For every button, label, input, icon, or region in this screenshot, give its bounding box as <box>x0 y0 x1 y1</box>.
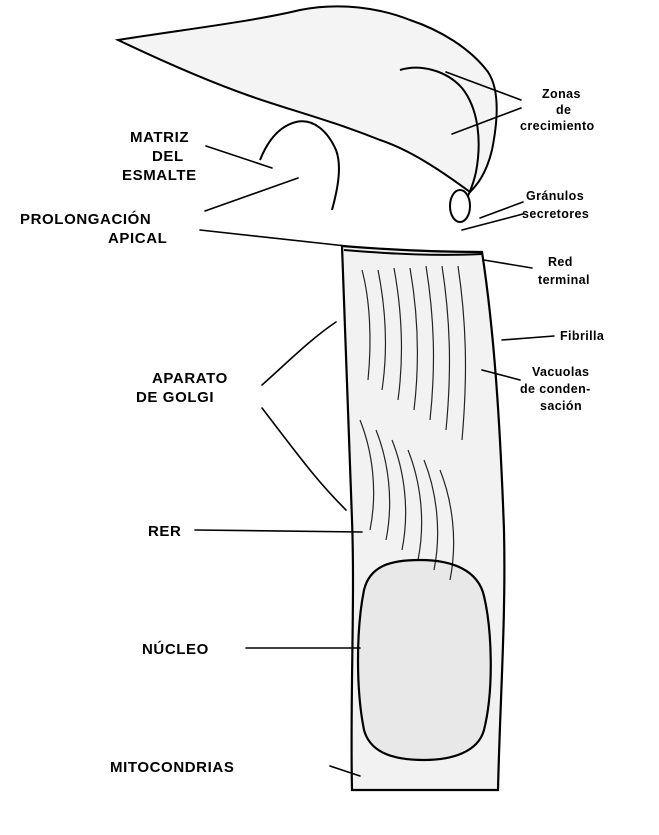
secretory-granule <box>450 190 470 222</box>
label-vacuolas-line2: de conden- <box>520 382 591 396</box>
label-prolongacion-line1: PROLONGACIÓN <box>20 210 151 228</box>
label-nucleo: NÚCLEO <box>142 640 209 658</box>
label-vacuolas-line3: sación <box>540 399 582 413</box>
label-mitocondrias: MITOCONDRIAS <box>110 759 234 776</box>
label-fibrilla: Fibrilla <box>560 329 605 343</box>
label-red-line1: Red <box>548 255 573 269</box>
apical-process-left <box>260 121 339 210</box>
label-matriz-line2: DEL <box>152 148 184 165</box>
label-zonas-line2: de <box>556 103 571 117</box>
nucleus <box>358 560 491 760</box>
label-golgi-line2: DE GOLGI <box>136 389 214 406</box>
label-golgi-line1: APARATO <box>152 370 228 387</box>
label-granulos-line2: secretores <box>522 207 589 221</box>
label-matriz-line3: ESMALTE <box>122 167 197 184</box>
label-red-line2: terminal <box>538 273 590 287</box>
label-zonas-line3: crecimiento <box>520 119 595 133</box>
label-granulos-line1: Gránulos <box>526 189 584 203</box>
label-zonas-line1: Zonas <box>542 87 581 101</box>
label-vacuolas-line1: Vacuolas <box>532 365 589 379</box>
label-prolongacion-line2: APICAL <box>108 230 167 247</box>
label-rer: RER <box>148 523 181 540</box>
label-matriz-line1: MATRIZ <box>130 129 189 146</box>
